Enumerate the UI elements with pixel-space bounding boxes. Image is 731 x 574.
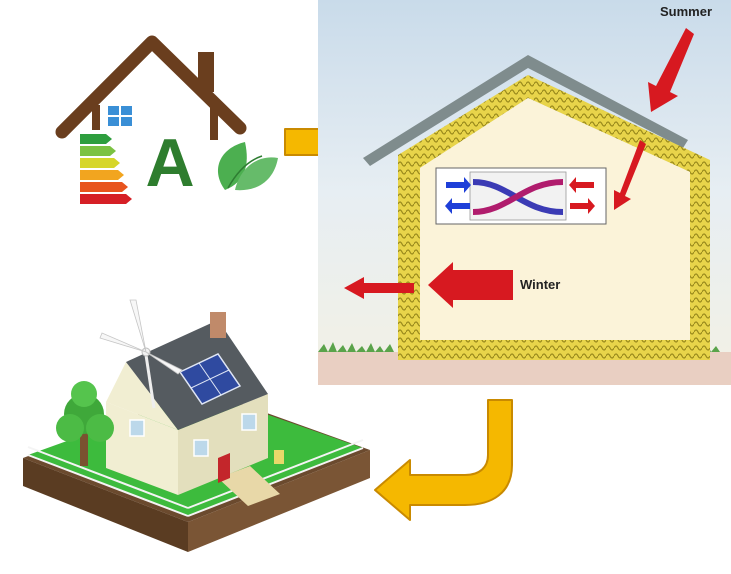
summer-heat-arrows [614,28,694,210]
chimney [198,52,214,92]
house-side-wall [106,402,178,495]
chimney [210,312,226,338]
picket-fence [27,439,364,517]
window [129,419,145,437]
window-icon [108,106,132,126]
utility-box [274,450,284,464]
solar-panel-icon [178,353,242,405]
grass [318,342,394,352]
roof [363,55,688,166]
wind-turbine-icon [99,299,183,409]
energy-rating-bars [80,134,132,204]
eco-house-illustration [18,290,378,574]
front-door [218,453,230,483]
winter-label: Winter [520,277,560,292]
insulated-house-diagram: Summer Winter [318,0,731,385]
garden-path [218,466,280,506]
winter-heat-arrows [344,262,513,308]
summer-label: Summer [660,4,712,19]
heat-recovery-ventilation-icon [435,167,607,225]
tree-icon [56,381,114,466]
window [241,413,257,431]
leaves-icon [217,142,278,191]
energy-grade-letter: A [145,125,194,201]
window [193,439,209,457]
flow-arrow-curved [370,395,520,525]
energy-rating-house: A [40,20,290,210]
energy-efficient-house-icon: A [55,35,278,204]
